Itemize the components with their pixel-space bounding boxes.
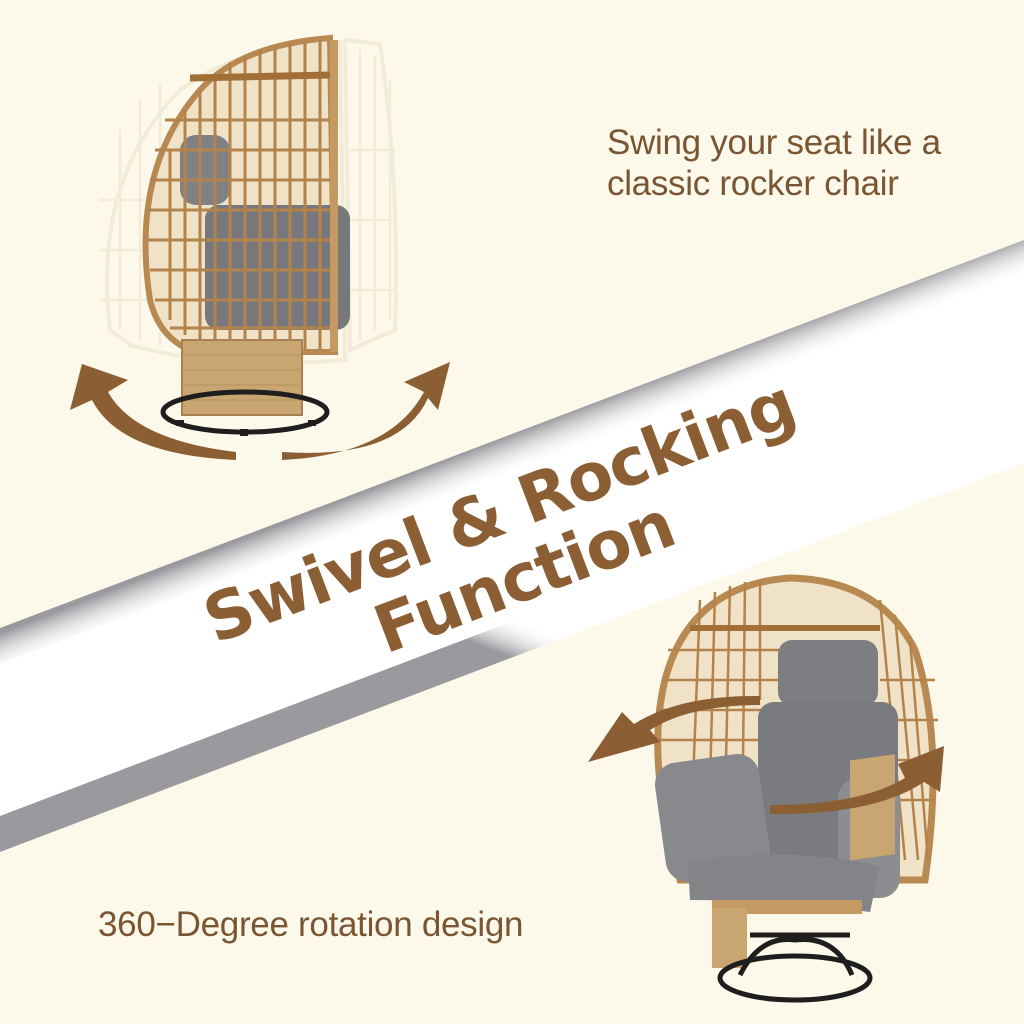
rocking-caption-line2: classic rocker chair [607,164,899,203]
swivel-caption: 360−Degree rotation design [98,905,524,944]
rocking-caption-line1: Swing your seat like a [607,123,941,162]
rocking-caption: Swing your seat like a classic rocker ch… [607,122,941,204]
